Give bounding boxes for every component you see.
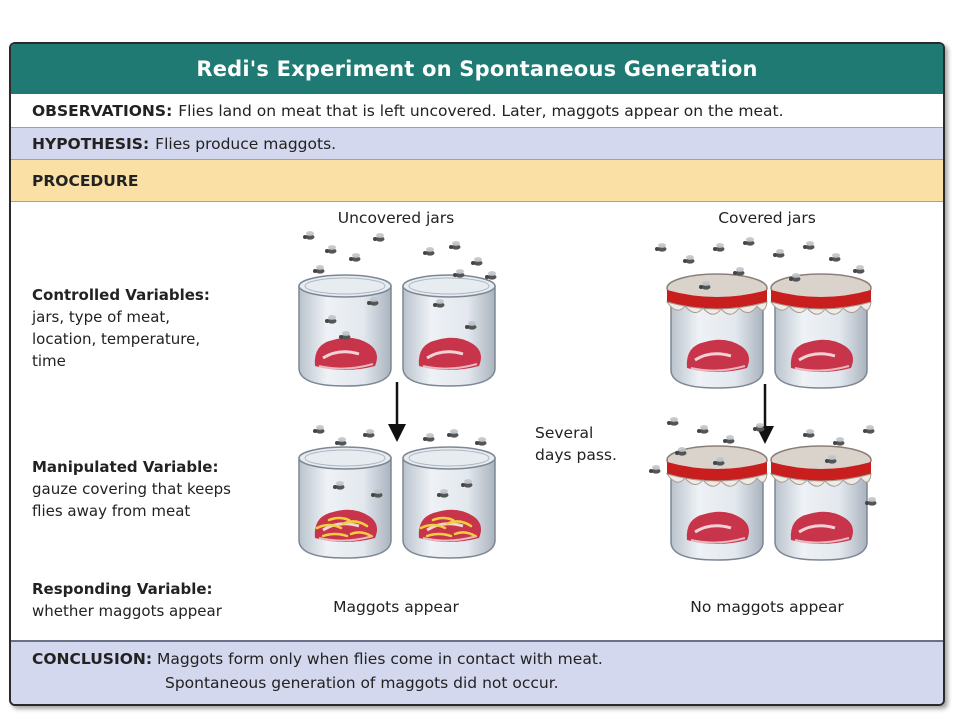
- covered-jar-after: [770, 445, 872, 561]
- procedure-row: PROCEDURE: [11, 160, 943, 202]
- down-arrow-icon: [388, 382, 406, 442]
- hypothesis-label: HYPOTHESIS:: [32, 134, 150, 153]
- controlled-variables: Controlled Variables: jars, type of meat…: [32, 284, 210, 372]
- manipulated-variable: Manipulated Variable: gauze covering tha…: [32, 456, 231, 522]
- conclusion-label: CONCLUSION:: [32, 650, 153, 668]
- uncovered-jars-label: Uncovered jars: [337, 209, 455, 227]
- uncovered-jar-before: [402, 274, 496, 387]
- covered-jars-label: Covered jars: [718, 209, 816, 227]
- uncovered-jar-before: [298, 274, 392, 387]
- observations-row: OBSERVATIONS: Flies land on meat that is…: [11, 94, 943, 128]
- conclusion-text-1: Maggots form only when flies come in con…: [157, 650, 603, 668]
- observations-text: Flies land on meat that is left uncovere…: [178, 101, 784, 120]
- conclusion-text-2: Spontaneous generation of maggots did no…: [165, 674, 559, 692]
- covered-jar-before: [770, 273, 872, 389]
- responding-variable-title: Responding Variable:: [32, 580, 213, 598]
- controlled-variables-title: Controlled Variables:: [32, 286, 210, 304]
- manipulated-variable-title: Manipulated Variable:: [32, 458, 219, 476]
- uncovered-jar-after: [298, 446, 392, 559]
- controlled-variables-line: location, temperature,: [32, 330, 201, 348]
- responding-variable: Responding Variable: whether maggots app…: [32, 578, 222, 622]
- time-note: Several days pass.: [535, 422, 617, 466]
- hypothesis-text: Flies produce maggots.: [155, 134, 337, 153]
- controlled-variables-line: time: [32, 352, 66, 370]
- hypothesis-row: HYPOTHESIS: Flies produce maggots.: [11, 128, 943, 160]
- experiment-illustration: [298, 231, 877, 561]
- page-title: Redi's Experiment on Spontaneous Generat…: [11, 44, 943, 94]
- down-arrow-icon: [756, 384, 774, 444]
- controlled-variables-line: jars, type of meat,: [32, 308, 171, 326]
- responding-variable-line: whether maggots appear: [32, 602, 222, 620]
- uncovered-result-label: Maggots appear: [333, 598, 459, 616]
- time-note-line: days pass.: [535, 446, 617, 464]
- procedure-label: PROCEDURE: [32, 171, 139, 190]
- covered-result-label: No maggots appear: [690, 598, 844, 616]
- conclusion-row: CONCLUSION: Maggots form only when flies…: [11, 640, 943, 704]
- manipulated-variable-line: flies away from meat: [32, 502, 191, 520]
- time-note-line: Several: [535, 424, 594, 442]
- covered-jar-before: [666, 273, 768, 389]
- manipulated-variable-line: gauze covering that keeps: [32, 480, 231, 498]
- observations-label: OBSERVATIONS:: [32, 101, 173, 120]
- uncovered-jar-after: [402, 446, 496, 559]
- experiment-panel: Redi's Experiment on Spontaneous Generat…: [9, 42, 945, 706]
- conclusion-line-1: CONCLUSION: Maggots form only when flies…: [32, 650, 603, 668]
